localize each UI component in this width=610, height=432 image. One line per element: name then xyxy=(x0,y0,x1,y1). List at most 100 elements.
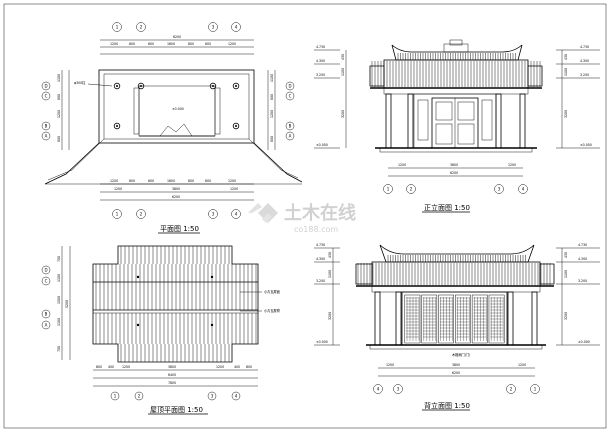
dim-text: 600 xyxy=(148,42,154,46)
dim-text: 1200 xyxy=(270,110,274,118)
axis-label: 4 xyxy=(235,212,238,217)
level-text: 4.300 xyxy=(580,59,589,63)
dim-text: 800 xyxy=(270,136,274,142)
column xyxy=(113,122,121,130)
roof-axis-bottom: 1 2 3 4 xyxy=(110,391,241,401)
dim-text: 600 xyxy=(205,179,211,183)
axis-bubble xyxy=(134,391,144,401)
dim-text: 1100 xyxy=(341,68,345,76)
column-core xyxy=(140,85,142,87)
plan-steps-right-inner xyxy=(248,138,299,179)
axis-bubble xyxy=(231,22,241,32)
column xyxy=(395,291,402,346)
dim-text: 1600 xyxy=(167,42,175,46)
axis-bubble xyxy=(207,391,217,401)
dim-text: 800 xyxy=(57,136,61,142)
level-text: 4.300 xyxy=(578,257,587,261)
level-text: 3.200 xyxy=(578,279,587,283)
lattice-panel xyxy=(404,294,421,344)
dim-text: 800 xyxy=(96,365,102,369)
roof-tiles xyxy=(371,61,541,87)
level-text: 3.200 xyxy=(316,279,325,283)
dim-text: 800 xyxy=(188,179,194,183)
plan-axis-left: D C B A xyxy=(41,81,51,141)
plan-door-swing xyxy=(159,123,193,137)
dim-text: 3800 xyxy=(172,187,180,191)
plan-steps-left xyxy=(44,142,100,185)
lattice-panel xyxy=(471,294,488,344)
dim-text: 1200 xyxy=(122,365,130,369)
upper-roof xyxy=(391,44,523,61)
dim-text: 430 xyxy=(564,54,568,60)
dim-text: 1100 xyxy=(564,68,568,76)
level-text: 4.730 xyxy=(316,243,325,247)
front-axis-bottom: 1 2 3 4 xyxy=(383,184,528,194)
axis-label: D xyxy=(288,84,291,89)
axis-label: D xyxy=(44,268,47,273)
axis-bubble xyxy=(41,309,51,319)
axis-label: C xyxy=(45,94,48,99)
plan-steps-right xyxy=(253,142,303,183)
dim-text: 1100 xyxy=(57,318,61,326)
door-panel xyxy=(435,123,453,145)
axis-label: 4 xyxy=(377,387,380,392)
column xyxy=(531,291,538,346)
upper-roof-curve xyxy=(379,244,535,255)
plan-axis-bottom: 1 2 3 4 xyxy=(112,209,241,219)
plan-columns xyxy=(113,82,240,130)
rear-axis-bottom: 4 3 2 1 xyxy=(373,384,540,394)
column xyxy=(209,82,217,90)
axis-bubble xyxy=(530,384,540,394)
axis-label: 2 xyxy=(140,212,143,217)
column xyxy=(137,82,145,90)
axis-label: 2 xyxy=(140,25,143,30)
plan-post xyxy=(214,87,221,135)
watermark-logo-icon xyxy=(248,203,278,223)
side-panel xyxy=(417,99,429,141)
axis-label: 1 xyxy=(114,394,117,399)
axis-label: 4 xyxy=(522,187,525,192)
door-panel xyxy=(457,123,475,145)
roof-mark xyxy=(210,323,214,327)
column-core xyxy=(116,85,118,87)
axis-label: B xyxy=(45,124,48,129)
dim-text: 1600 xyxy=(167,179,175,183)
axis-bubble xyxy=(231,391,241,401)
dim-text: 700 xyxy=(57,346,61,352)
leader-line xyxy=(87,83,113,87)
axis-bubble xyxy=(41,320,51,330)
dim-text: 1500 xyxy=(57,296,61,304)
dim-text: 700 xyxy=(57,256,61,262)
column xyxy=(407,93,414,149)
ridge-ornament-top xyxy=(449,39,463,46)
dim-text: 400 xyxy=(108,365,114,369)
dim-text: 3800 xyxy=(452,363,460,367)
dim-text: 430 xyxy=(328,252,332,258)
level-text: 4.730 xyxy=(580,45,589,49)
axis-bubble xyxy=(110,391,120,401)
roof-plan-drawing: D C B A 700 1100 1500 1100 700 5200 小青瓦屋… xyxy=(41,245,281,415)
rear-elevation-drawing: 4.730 4.300 3.200 ±0.000 430 1100 3200 4… xyxy=(314,243,600,411)
plan-room xyxy=(138,85,216,137)
dim-text: 800 xyxy=(188,42,194,46)
axis-bubble xyxy=(41,81,51,91)
lattice-panel xyxy=(455,294,471,344)
dim-text: 3200 xyxy=(564,312,568,320)
level-text: 4.300 xyxy=(316,59,325,63)
axis-bubble xyxy=(506,384,516,394)
axis-label: B xyxy=(289,124,292,129)
axis-label: 3 xyxy=(498,187,501,192)
axis-label: 1 xyxy=(534,387,537,392)
beam xyxy=(383,87,529,95)
dim-text: 1200 xyxy=(398,163,406,167)
dim-text: 1200 xyxy=(228,42,236,46)
watermark-subtext: co188.com xyxy=(294,225,338,234)
lattice-panel xyxy=(421,294,438,344)
level-text: ±0.000 xyxy=(316,340,328,344)
dim-text: 800 xyxy=(129,42,135,46)
axis-bubble xyxy=(285,121,295,131)
dim-text: 1200 xyxy=(228,179,236,183)
axis-label: B xyxy=(45,312,48,317)
lattice-doors xyxy=(404,294,505,344)
dim-text: 1200 xyxy=(386,363,394,367)
